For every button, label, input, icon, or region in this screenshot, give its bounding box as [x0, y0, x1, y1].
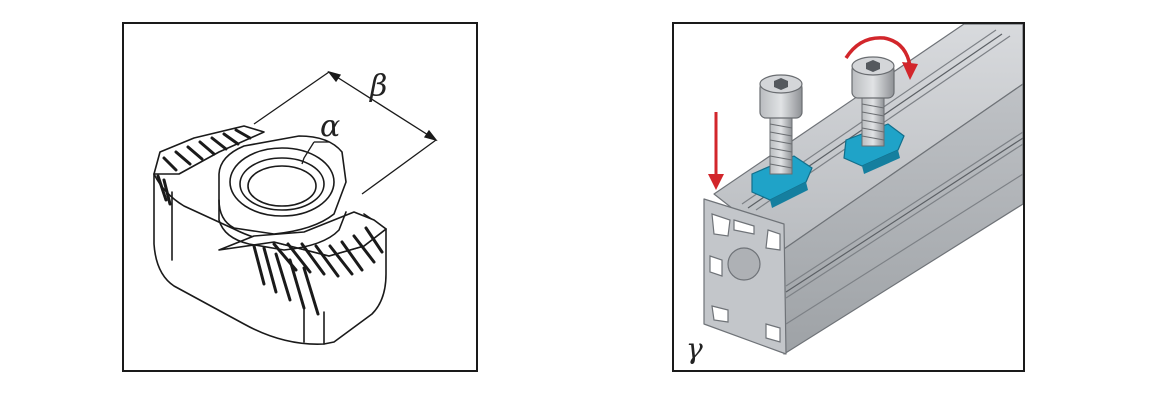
- gamma-label: γ: [686, 332, 703, 365]
- alpha-label: α: [320, 109, 340, 144]
- profile-assembly-panel: γ: [672, 22, 1025, 372]
- nut-body-outline: [153, 173, 387, 345]
- left-flange-ridges: [156, 128, 252, 206]
- side-slot-groove: [785, 131, 1023, 325]
- rotate-arrow: [844, 36, 918, 80]
- profile-end-cutouts: [709, 213, 781, 343]
- t-nut-drawing: β α: [153, 69, 438, 345]
- beta-label: β: [369, 69, 387, 104]
- profile-assembly-drawing: γ: [686, 24, 1023, 365]
- t-nut-diagram-panel: β α: [122, 22, 478, 372]
- bolt-right: [851, 56, 895, 147]
- right-flange-ridges: [252, 226, 384, 316]
- t-nut-left: [751, 155, 813, 208]
- insert-arrow: [708, 112, 724, 190]
- dimension-lines: [253, 70, 438, 195]
- bolt-left: [759, 74, 803, 175]
